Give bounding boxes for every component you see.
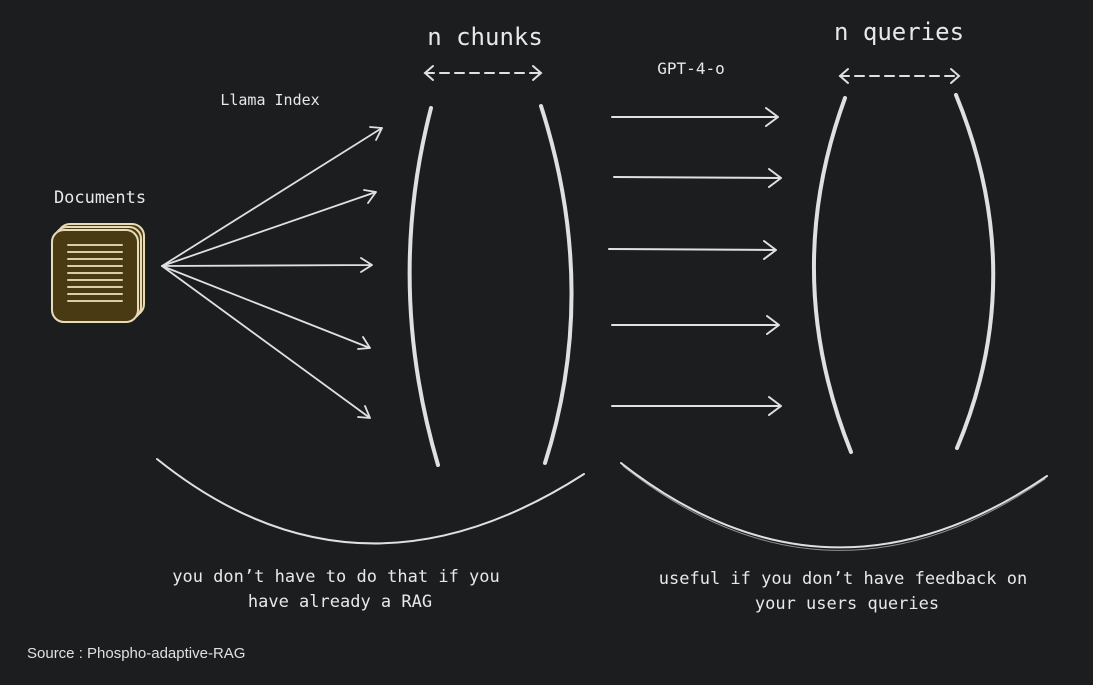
documents-label: Documents [54, 188, 146, 208]
split-arrow [161, 265, 371, 419]
bottom-braces [156, 458, 1048, 551]
generate-arrow [611, 107, 779, 127]
queries-width-arrow [838, 68, 961, 84]
generate-arrow [611, 315, 780, 335]
split-arrow [161, 126, 383, 267]
note-right-line2: your users queries [755, 594, 939, 614]
split-arrows [161, 126, 383, 419]
source-caption: Source : Phospho-adaptive-RAG [27, 645, 246, 662]
right-brace [620, 462, 1048, 549]
queries-label: n queries [834, 18, 964, 46]
documents-icon [51, 223, 145, 323]
queries-bracket [812, 93, 996, 454]
generate-arrows [608, 107, 782, 416]
llama-index-label: Llama Index [220, 91, 319, 109]
generate-arrow [613, 168, 782, 188]
generate-arrow [608, 240, 777, 260]
note-right-line1: useful if you don’t have feedback on [659, 569, 1027, 589]
chunks-bracket [407, 104, 574, 467]
chunks-label: n chunks [427, 23, 543, 51]
note-left-line2: have already a RAG [248, 592, 432, 612]
left-brace [156, 458, 585, 545]
split-arrow [161, 265, 371, 350]
chunks-width-arrow [423, 65, 543, 81]
note-left-line1: you don’t have to do that if you [172, 567, 500, 587]
split-arrow [161, 257, 373, 273]
split-arrow [161, 189, 377, 267]
gpt-label: GPT-4-o [657, 59, 724, 78]
document-lines [67, 244, 123, 302]
generate-arrow [611, 396, 782, 416]
